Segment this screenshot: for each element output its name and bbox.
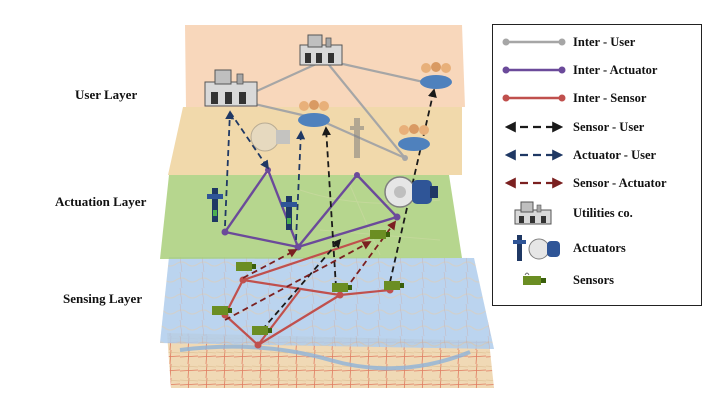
legend-item-utilities: Utilities co.: [501, 201, 633, 225]
sensor-icon: [523, 272, 546, 285]
legend-label: Sensors: [573, 272, 614, 287]
inter-sensor-links: [224, 234, 391, 346]
sensor-icon: [370, 230, 390, 239]
utility-building-icon: [514, 201, 552, 225]
sensor-user-arrow-icon: [504, 121, 564, 133]
user-group-icon: [398, 124, 430, 151]
sensor-icon: [384, 281, 404, 290]
legend-item-sensor-actuator: Sensor - Actuator: [501, 174, 667, 192]
utility-building-icon: [299, 34, 343, 66]
pump-icon: [384, 176, 438, 208]
utility-building-icon: [204, 69, 258, 107]
actuator-user-links: [224, 110, 306, 241]
legend-label: Inter - Actuator: [573, 62, 658, 77]
actuation-layer-label: Actuation Layer: [55, 194, 147, 209]
legend-item-actuators: Actuators: [501, 233, 626, 263]
valve-icon: [350, 118, 364, 158]
legend-label: Inter - Sensor: [573, 90, 647, 105]
legend-item-sensors: Sensors: [501, 271, 614, 289]
inter-actuator-links: [224, 169, 398, 249]
sensor-icon: [236, 262, 256, 271]
user-layer-label: User Layer: [75, 87, 138, 102]
sensor-user-links: [261, 88, 437, 331]
legend-label: Sensor - User: [573, 119, 645, 134]
legend-item-inter-user: Inter - User: [501, 33, 635, 51]
legend-label: Inter - User: [573, 34, 636, 49]
legend: Inter - User Inter - Actuator Inter - Se…: [492, 24, 702, 306]
valve-pump-icon: [513, 235, 560, 261]
legend-item-sensor-user: Sensor - User: [501, 118, 644, 136]
inter-user-line-icon: [502, 38, 566, 46]
actuator-user-arrow-icon: [504, 149, 564, 161]
valve-icon: [207, 188, 223, 222]
sensor-actuator-arrow-icon: [504, 177, 564, 189]
legend-item-actuator-user: Actuator - User: [501, 146, 656, 164]
legend-item-inter-actuator: Inter - Actuator: [501, 61, 657, 79]
legend-label: Utilities co.: [573, 205, 633, 220]
sensing-layer-label: Sensing Layer: [63, 291, 143, 306]
user-group-icon: [298, 100, 330, 127]
valve-icon: [281, 196, 297, 230]
sensor-icon: [212, 306, 232, 315]
user-group-icon: [420, 62, 452, 89]
sensor-icon: [332, 283, 352, 292]
inter-actuator-line-icon: [502, 66, 566, 74]
legend-label: Actuators: [573, 240, 626, 255]
legend-label: Actuator - User: [573, 147, 657, 162]
legend-label: Sensor - Actuator: [573, 175, 667, 190]
inter-sensor-line-icon: [502, 94, 566, 102]
valve-pump-icon: [250, 122, 290, 152]
legend-item-inter-sensor: Inter - Sensor: [501, 89, 646, 107]
sensor-icon: [252, 326, 272, 335]
